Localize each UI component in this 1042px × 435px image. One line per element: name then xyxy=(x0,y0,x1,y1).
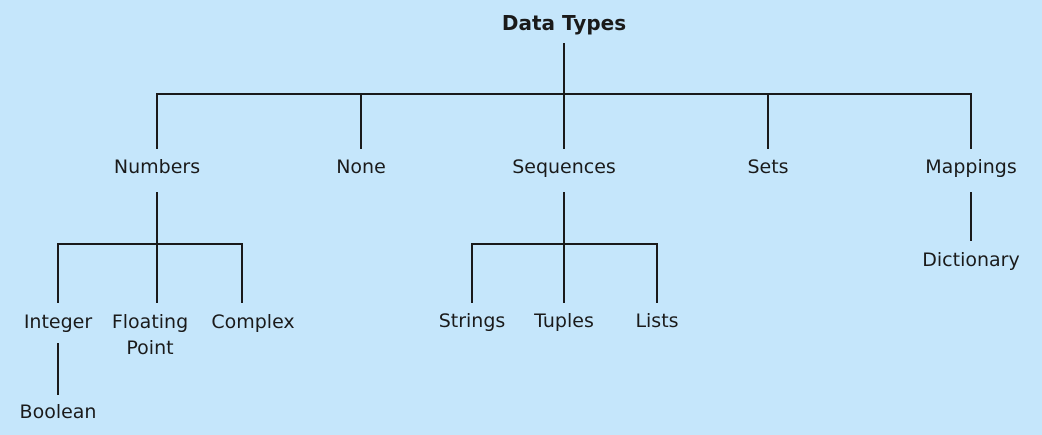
sequences-tuples-label: Tuples xyxy=(534,310,594,332)
numbers-floating-point-label: Floating Point xyxy=(112,309,188,361)
numbers-complex-label: Complex xyxy=(211,311,295,333)
floating-point-line-2: Point xyxy=(126,337,174,359)
numbers-integer-label: Integer xyxy=(23,311,93,333)
category-numbers-label: Numbers xyxy=(113,156,201,178)
category-mappings-label: Mappings xyxy=(925,156,1017,178)
integer-boolean-label: Boolean xyxy=(19,401,97,423)
category-none-label: None xyxy=(336,156,386,178)
root-node-label: Data Types xyxy=(501,11,627,35)
floating-point-line-1: Floating xyxy=(111,311,189,333)
category-sets-label: Sets xyxy=(747,156,789,178)
mappings-dictionary-label: Dictionary xyxy=(922,249,1020,271)
category-sequences-label: Sequences xyxy=(512,156,616,178)
sequences-lists-label: Lists xyxy=(635,310,679,332)
sequences-strings-label: Strings xyxy=(438,310,506,332)
